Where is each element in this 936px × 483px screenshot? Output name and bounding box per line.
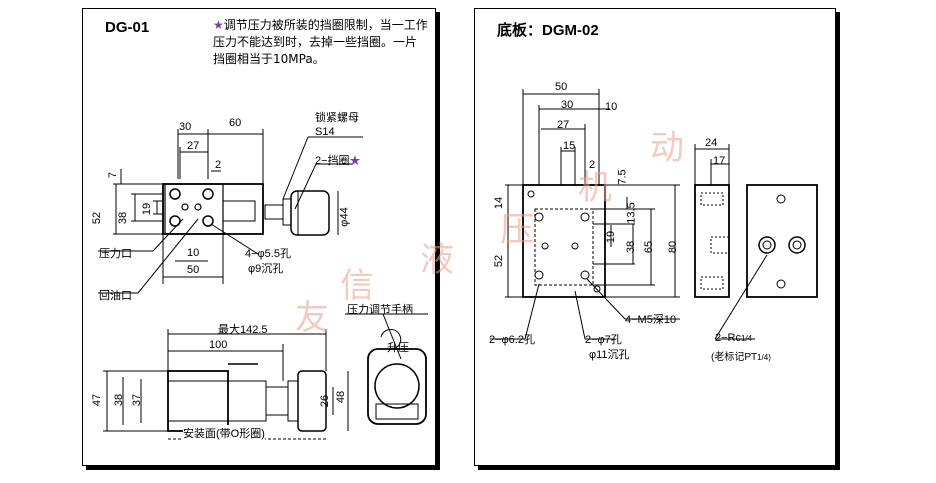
dim-max-142: 最大142.5 <box>218 324 268 336</box>
m5-hole-3 <box>534 270 544 280</box>
dim-48: 48 <box>335 390 348 404</box>
dim-60: 60 <box>229 117 242 129</box>
star-icon: ★ <box>213 18 224 32</box>
dim-50: 50 <box>187 264 200 276</box>
label-rc: 2−Rc1/4 <box>715 332 753 344</box>
dim-80: 80 <box>667 240 680 254</box>
dim-19: 19 <box>605 230 618 244</box>
watermark-char: 液 <box>420 240 454 280</box>
dim-30: 30 <box>179 121 192 133</box>
mount-hole-2 <box>593 285 601 293</box>
label-pressure-up: 升压 <box>387 342 409 354</box>
label-old-mark: (老标记PT1/4) <box>711 352 771 363</box>
port-1 <box>541 242 549 250</box>
bolt-hole-4 <box>202 215 214 227</box>
end-base <box>375 403 419 420</box>
side-knob <box>297 370 327 432</box>
dim-30: 30 <box>561 99 574 111</box>
dim-10: 10 <box>187 247 200 259</box>
watermark-char: 信 <box>340 266 374 306</box>
dim-7-5: 7.5 <box>616 169 629 185</box>
dim-13-5: 13.5 <box>625 202 638 224</box>
left-note: ★调节压力被所装的挡圈限制，当一工作压力不能达到时，去掉一些挡圈。一片挡圈相当于… <box>213 17 428 68</box>
valve-body-side <box>167 370 229 432</box>
plate-rear <box>746 184 818 298</box>
label-mount-face: 安装面(带O形圈) <box>183 425 265 441</box>
end-view <box>367 348 427 425</box>
dim-65: 65 <box>643 240 656 254</box>
right-title: 底板：DGM-02 <box>497 22 599 39</box>
bolt-hole-1 <box>169 188 181 200</box>
dim-27: 27 <box>187 140 200 152</box>
dim-52: 52 <box>493 254 506 268</box>
label-retaining-ring: 2−挡圈★ <box>315 155 361 167</box>
dim-37: 37 <box>131 393 144 407</box>
plate-side <box>694 184 730 298</box>
m5-hole-2 <box>580 212 590 222</box>
watermark-char: 压 <box>500 210 534 250</box>
dim-47: 47 <box>91 393 104 407</box>
port-2 <box>571 242 579 250</box>
left-title: DG-01 <box>105 19 150 36</box>
left-panel: DG-01 ★调节压力被所装的挡圈限制，当一工作压力不能达到时，去掉一些挡圈。一… <box>82 8 436 466</box>
port-t <box>194 203 202 211</box>
dim-38: 38 <box>117 211 130 225</box>
dim-52: 52 <box>91 211 104 225</box>
adjust-window <box>222 200 256 222</box>
dim-19: 19 <box>141 202 154 216</box>
watermark-char: 动 <box>650 128 684 168</box>
lock-nut <box>282 198 292 226</box>
label-pressure-port: 压力口 <box>99 248 132 260</box>
label-m5: 4−M5深10 <box>625 314 677 326</box>
bolt-hole-3 <box>169 215 181 227</box>
m5-hole-4 <box>580 270 590 280</box>
side-stem-housing <box>227 380 267 422</box>
rotate-arrow-icon <box>380 328 402 350</box>
stem <box>264 204 284 220</box>
dim-50: 50 <box>555 81 568 93</box>
watermark-char: 机 <box>578 168 612 208</box>
dim-10: 10 <box>605 101 618 113</box>
label-holes62: 2−φ6.2孔 <box>489 334 535 346</box>
end-knob <box>374 363 420 409</box>
label-counterbore: φ9沉孔 <box>248 263 284 275</box>
label-s14: S14 <box>315 126 335 138</box>
base-plate <box>522 184 606 298</box>
watermark-char: 友 <box>295 298 329 338</box>
dim-27: 27 <box>557 119 570 131</box>
star-icon: ★ <box>349 155 361 167</box>
dim-2: 2 <box>589 159 596 171</box>
m5-hole-1 <box>534 212 544 222</box>
dim-100: 100 <box>209 339 228 351</box>
dim-phi44: φ44 <box>338 207 351 227</box>
label-adjust-handle: 压力调节手柄 <box>347 304 413 316</box>
label-lock-nut: 锁紧螺母 <box>315 112 359 124</box>
label-holes7: 2−φ7孔 <box>585 334 622 346</box>
dim-24: 24 <box>705 137 718 149</box>
dim-38: 38 <box>625 240 638 254</box>
dim-26: 26 <box>319 394 332 408</box>
side-nut <box>265 386 289 416</box>
mount-hole-1 <box>527 190 535 198</box>
bolt-hole-2 <box>202 188 214 200</box>
inner-pattern <box>534 208 594 286</box>
dim-7: 7 <box>107 171 120 179</box>
label-return-port: 回油口 <box>99 290 132 302</box>
dim-15: 15 <box>563 140 576 152</box>
label-holes: 4−φ5.5孔 <box>245 248 291 260</box>
dim-17: 17 <box>713 155 726 167</box>
knob <box>290 190 330 236</box>
dgm02-drawing <box>490 89 818 340</box>
note-text: 调节压力被所装的挡圈限制，当一工作压力不能达到时，去掉一些挡圈。一片挡圈相当于1… <box>213 18 428 66</box>
right-panel: 底板：DGM-02 <box>474 8 836 466</box>
label-cb11: φ11沉孔 <box>589 349 630 361</box>
port-p <box>181 203 189 211</box>
dim-2: 2 <box>215 159 222 171</box>
dim-38b: 38 <box>113 393 126 407</box>
